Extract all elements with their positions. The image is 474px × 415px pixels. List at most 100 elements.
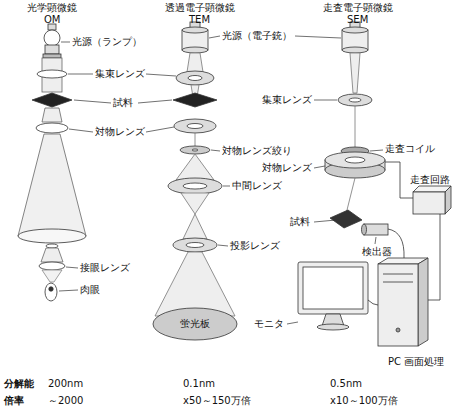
column-title: TEM xyxy=(189,14,210,26)
leader-lines-part xyxy=(68,74,93,75)
tem-microscope-part xyxy=(195,133,196,146)
optical-microscope-part xyxy=(18,229,86,243)
sem-microscope-part xyxy=(355,106,356,148)
sem-microscope-part xyxy=(342,47,368,53)
part-label: 光源（電子銃） xyxy=(222,30,292,42)
sem-microscope-part xyxy=(385,162,413,198)
tem-microscope-part xyxy=(183,183,207,189)
optical-microscope-part xyxy=(43,54,61,58)
part-label: 走査回路 xyxy=(410,174,450,186)
row-heading: 倍率 xyxy=(4,395,24,407)
leader-lines-part xyxy=(146,74,176,76)
leader-lines-part xyxy=(69,129,93,132)
row-heading: 分解能 xyxy=(4,378,34,390)
sem-microscope-part xyxy=(349,98,361,102)
optical-microscope xyxy=(18,24,86,301)
leader-lines-part xyxy=(146,127,174,132)
leader-lines-part xyxy=(61,42,70,43)
sem-microscope-part xyxy=(413,186,451,192)
leader-lines-part xyxy=(66,267,78,268)
sem-microscope-part xyxy=(445,186,451,214)
leader-lines-part xyxy=(375,237,376,244)
tem-microscope-part xyxy=(187,53,203,72)
sem-microscope-part xyxy=(330,210,362,228)
sem-microscope-part xyxy=(368,300,378,305)
part-label: 走査コイル xyxy=(385,143,435,155)
optical-microscope-part xyxy=(41,248,63,262)
part-label: 蛍光板 xyxy=(180,318,210,330)
part-label: 試料 xyxy=(290,216,310,228)
leader-lines-part xyxy=(314,220,336,222)
part-label: 投影レンズ xyxy=(230,240,280,252)
sem-microscope-part xyxy=(346,178,355,214)
column-title: 光学顕微鏡 xyxy=(27,2,77,14)
column-title: SEM xyxy=(347,14,368,26)
tem-microscope-part xyxy=(176,71,214,85)
tem-microscope-part xyxy=(186,243,204,248)
part-label: 中間レンズ xyxy=(232,180,282,192)
leader-lines-part xyxy=(287,322,298,324)
tem-microscope-part xyxy=(182,27,208,33)
sem-microscope-part xyxy=(303,267,363,309)
optical-microscope-part xyxy=(42,108,62,122)
leader-lines-part xyxy=(74,100,111,103)
part-label: 集束レンズ xyxy=(95,68,145,80)
tem-microscope-part xyxy=(183,214,207,239)
table-cell: 0.1nm xyxy=(183,378,215,390)
sem-microscope-part xyxy=(413,192,445,214)
leader-lines-part xyxy=(314,166,325,168)
optical-microscope-part xyxy=(32,93,72,107)
sem-microscope-part xyxy=(317,324,349,330)
column-title: 透過電子顕微鏡 xyxy=(165,2,235,14)
tem-microscope-part xyxy=(192,149,198,151)
optical-microscope-part xyxy=(39,262,65,270)
table-cell: 200nm xyxy=(48,378,83,390)
part-label: PC 画面処理 xyxy=(388,356,444,368)
sem-microscope-part xyxy=(362,224,367,235)
tem-microscope-part xyxy=(187,124,203,129)
tem-microscope-part xyxy=(173,93,217,107)
sem-microscope-part xyxy=(396,328,400,332)
part-label: 接眼レンズ xyxy=(80,262,130,274)
sem-microscope-part xyxy=(350,53,360,93)
table-cell: x10～100万倍 xyxy=(330,395,398,407)
optical-microscope-part xyxy=(44,30,60,46)
tem-microscope-part xyxy=(174,119,216,133)
sem-microscope-part xyxy=(418,258,428,346)
sem-microscope-part xyxy=(298,262,368,314)
table-cell: 0.5nm xyxy=(330,378,362,390)
table-cell: ～2000 xyxy=(48,395,83,407)
sem-microscope-part xyxy=(345,157,365,163)
tem-microscope-part xyxy=(153,308,237,340)
part-label: 肉眼 xyxy=(80,284,100,296)
part-label: 光源（ランプ） xyxy=(72,36,142,48)
sem-microscope-part xyxy=(342,27,368,33)
optical-microscope-part xyxy=(45,45,59,54)
tem-microscope-part xyxy=(173,238,217,252)
optical-microscope-part xyxy=(37,70,67,78)
column-title: 走査電子顕微鏡 xyxy=(323,2,393,14)
optical-microscope-part xyxy=(18,134,86,236)
sem-microscope-part xyxy=(338,94,372,106)
tem-microscope-part xyxy=(168,178,222,194)
sem-microscope-part xyxy=(364,224,388,235)
tem-microscope xyxy=(153,22,237,340)
sem-microscope-part xyxy=(428,214,440,300)
sem-microscope-part xyxy=(325,152,385,168)
leader-lines-part xyxy=(218,245,228,246)
part-label: 検出器 xyxy=(362,246,392,258)
tem-microscope-part xyxy=(181,193,209,214)
tem-microscope-part xyxy=(155,252,235,316)
optical-microscope-part xyxy=(36,123,68,133)
leader-lines-part xyxy=(295,36,341,38)
part-label: モニタ xyxy=(254,318,284,330)
part-label: 対物レンズ xyxy=(262,162,312,174)
tem-microscope-part xyxy=(176,154,214,180)
part-label: 集束レンズ xyxy=(262,94,312,106)
column-title: OM xyxy=(44,14,61,26)
optical-microscope-part xyxy=(45,283,57,301)
optical-microscope-part xyxy=(46,244,58,248)
leader-lines-part xyxy=(59,290,78,291)
leader-lines-part xyxy=(314,100,337,101)
